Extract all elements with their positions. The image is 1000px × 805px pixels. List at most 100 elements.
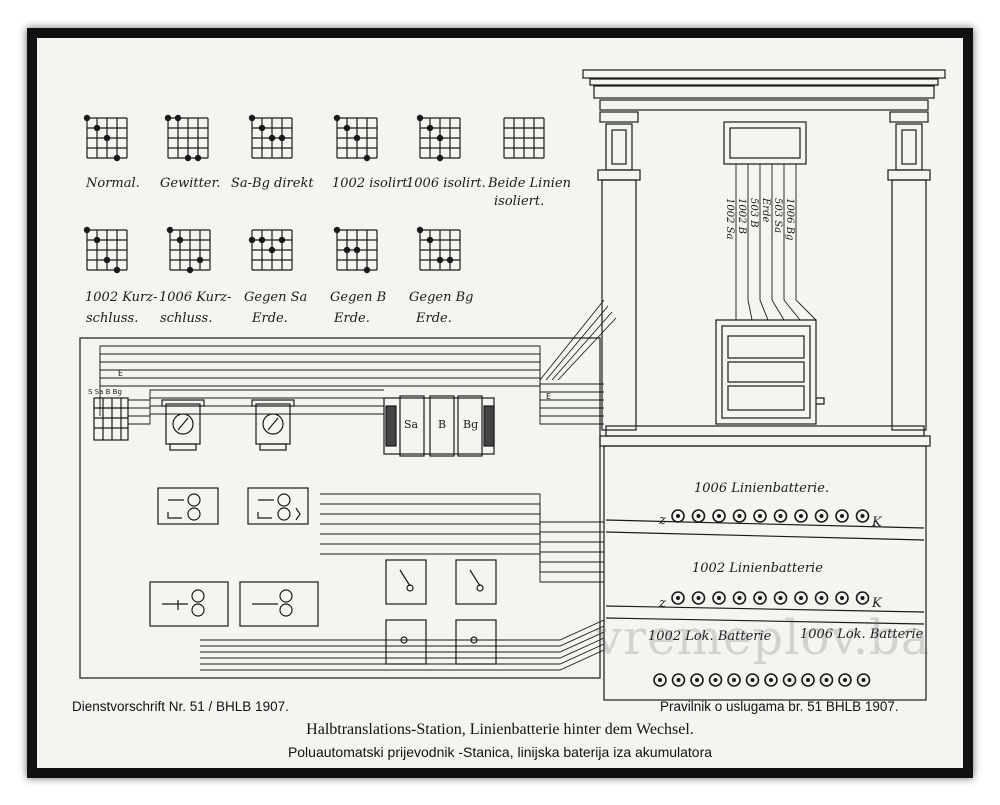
wire-vertical (759, 164, 769, 321)
lok-cell (838, 673, 852, 687)
label-e-right: E (546, 392, 551, 401)
battery-cell (691, 509, 706, 523)
wire-bottom (200, 643, 605, 665)
battery-cell-pole (799, 514, 803, 518)
label-1002-kurz: 1002 Kurz- (85, 290, 157, 305)
galvanoscope-right (251, 399, 295, 451)
relay-right (247, 487, 309, 525)
label-1006-lok-batterie: 1006 Lok. Batterie (800, 627, 924, 642)
grid-r2-2 (166, 226, 211, 274)
label-erde-1: Erde. (251, 311, 288, 326)
wire-top (99, 385, 604, 425)
wire-bottom (200, 619, 605, 641)
battery-cell (794, 509, 808, 523)
battery-cell (691, 591, 706, 605)
lok-cell-pole (861, 678, 866, 682)
wire-diag (551, 311, 613, 381)
battery-cell-pole (840, 596, 844, 600)
battery-cell-pole (778, 514, 783, 518)
caption-right: Pravilnik o uslugama br. 51 BHLB 1907. (660, 699, 899, 714)
wire-mini (128, 405, 384, 417)
wire-mid (320, 553, 604, 583)
grid-r2-1 (83, 226, 128, 274)
label-1006-kurz: 1006 Kurz- (159, 290, 231, 305)
title-croatian: Poluautomatski prijevodnik -Stanica, lin… (287, 744, 713, 760)
lok-cell-pole (750, 678, 755, 682)
battery-cell (712, 509, 726, 523)
battery-cell (814, 591, 829, 605)
battery-cell-pole (860, 596, 865, 600)
lok-cell-pole (732, 678, 736, 682)
label-normal: Normal. (85, 176, 140, 191)
label-gegen-sa: Gegen Sa (244, 290, 307, 305)
lok-cell (856, 673, 871, 687)
wire-top (99, 377, 604, 417)
letter-bg: Bg (463, 418, 478, 431)
grid-2 (164, 114, 209, 162)
battery-cell-pole (758, 514, 762, 518)
title-german: Halbtranslations-Station, Linienbatterie… (306, 721, 694, 738)
battery-cell (855, 591, 870, 605)
label-isoliert: isoliert. (494, 194, 544, 209)
lok-cell (819, 673, 834, 687)
label-z-1: z (658, 513, 666, 528)
battery-cell-pole (676, 596, 680, 600)
line-label-1002-sa: 1002 Sa (724, 198, 735, 239)
battery-cell-pole (860, 514, 865, 518)
lok-cell-pole (787, 678, 792, 682)
battery-cell-pole (676, 514, 680, 518)
lok-cell (782, 673, 797, 687)
label-1002-lok-batterie: 1002 Lok. Batterie (648, 629, 772, 644)
battery-cell-pole (819, 514, 824, 518)
wire-bottom (200, 631, 605, 653)
letter-b: B (438, 418, 446, 431)
key-switch-2 (455, 559, 497, 665)
wire-mini (128, 397, 384, 409)
battery-cell (835, 591, 849, 605)
line-label-1002-b: 1002 B (736, 198, 747, 234)
wire-vertical (771, 164, 785, 321)
relay-bottom-left (149, 581, 229, 627)
lok-cell (671, 673, 686, 687)
label-1006-linienbatterie: 1006 Linienbatterie. (694, 481, 829, 496)
label-k-1: K (871, 515, 883, 530)
line-labels: 1002 Sa 1002 B 503 B Erde 503 Sa 1006 Bg (724, 197, 795, 240)
letter-sa: Sa (404, 418, 419, 431)
watermark: vremeplov.ba (595, 610, 931, 666)
line-label-503-b: 503 B (748, 198, 759, 228)
label-schluss-1: schluss. (86, 311, 138, 326)
label-gegen-b: Gegen B (330, 290, 386, 305)
battery-cell (814, 509, 829, 523)
lok-cell (764, 673, 778, 687)
battery-cell-pole (758, 596, 762, 600)
line-label-1006-bg: 1006 Bg (784, 198, 795, 240)
line-label-erde: Erde (760, 197, 771, 222)
wire-top (99, 369, 604, 409)
wire-mid (320, 543, 604, 573)
wire-diag (545, 305, 609, 381)
label-erde-3: Erde. (415, 311, 452, 326)
battery-cell-pole (778, 596, 783, 600)
label-erde-2: Erde. (333, 311, 370, 326)
grid-6 (503, 117, 545, 159)
battery-1006-cells (671, 509, 870, 523)
battery-cell (773, 591, 788, 605)
battery-cell-pole (717, 596, 721, 600)
wire-mid (320, 533, 604, 563)
wire-mid (320, 523, 604, 553)
lok-cell (708, 673, 723, 687)
relay-left (157, 487, 219, 525)
battery-cell-pole (840, 514, 844, 518)
label-1006-isolirt: 1006 isolirt. (406, 176, 486, 191)
battery-cell (732, 509, 747, 523)
label-1002-isolirt: 1002 isolirt. (332, 176, 412, 191)
key-switch-1 (385, 559, 427, 665)
relay-bottom-right (239, 581, 319, 627)
wire-mid (320, 503, 604, 533)
battery-cell (855, 509, 870, 523)
grid-r2-5 (416, 226, 461, 271)
label-mini-switch: S Sa B Bg (88, 388, 122, 396)
wiring (99, 164, 817, 671)
wire-mid (320, 513, 604, 543)
